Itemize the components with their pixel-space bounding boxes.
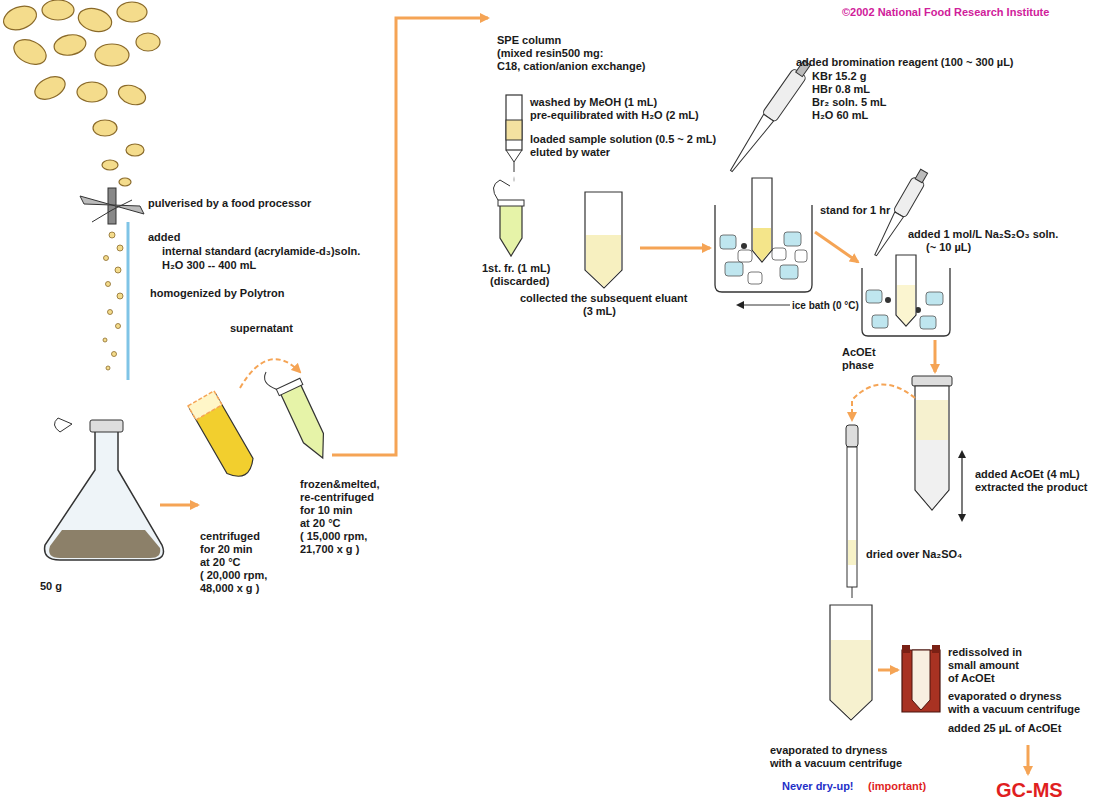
leader-line: [738, 305, 790, 306]
erlenmeyer-flask: [45, 418, 164, 560]
step-note: (discarded): [490, 275, 549, 288]
step-note: re-centrifuged: [300, 491, 374, 504]
step-note: with a vacuum centrifuge: [770, 757, 902, 770]
step-note: at 20 °C: [300, 517, 340, 530]
fraction-tube: [493, 180, 524, 256]
step-note: H₂O 300 -- 400 mL: [162, 259, 256, 272]
chips: [0, 0, 160, 186]
transfer-arrow: [852, 384, 915, 420]
step-note: collected the subsequent eluant: [520, 292, 687, 305]
step-note: stand for 1 hr: [820, 204, 890, 217]
microtube: [262, 360, 335, 466]
step-note: loaded sample solution (0.5 ~ 2 mL): [530, 133, 716, 146]
step-note: ( 20,000 rpm,: [200, 569, 267, 582]
step-note: C18, cation/anion exchange): [497, 60, 646, 73]
pipette: [725, 58, 814, 175]
flow-arrow: [160, 504, 198, 507]
step-note: small amount: [948, 659, 1019, 672]
drying-column: [846, 425, 858, 598]
step-note: centrifuged: [200, 530, 260, 543]
reagent-line: H₂O 60 mL: [812, 109, 868, 122]
warning-note: Never dry-up!: [782, 780, 854, 793]
step-note: (~ 10 µL): [926, 241, 971, 254]
extraction-tube: [912, 376, 952, 510]
eluant-tube: [585, 192, 622, 288]
step-note: of AcOEt: [948, 672, 995, 685]
step-note: redissolved in: [948, 646, 1022, 659]
reagent-line: Br₂ soln. 5 mL: [812, 96, 887, 109]
water-stream: [127, 222, 130, 380]
step-note: (mixed resin500 mg:: [497, 47, 603, 60]
step-note: 1st. fr. (1 mL): [482, 262, 550, 275]
step-note: eluted by water: [530, 146, 610, 159]
flow-arrow: [934, 340, 937, 372]
step-note: (3 mL): [583, 305, 616, 318]
step-note: for 20 min: [200, 543, 253, 556]
step-note: SPE column: [497, 34, 561, 47]
flow-arrow: [1027, 745, 1030, 774]
step-note: phase: [842, 359, 874, 372]
sample-vial: [902, 645, 940, 712]
watermark: ©2002 National Food Research Institute: [842, 6, 1049, 19]
step-note: pulverised by a food processor: [148, 197, 311, 210]
step-note: AcOEt: [842, 346, 876, 359]
flow-arrow: [640, 247, 710, 250]
step-note: homogenized by Polytron: [150, 287, 284, 300]
reagent-line: HBr 0.8 mL: [812, 83, 870, 96]
step-note: added 1 mol/L Na₂S₂O₃ soln.: [908, 228, 1058, 241]
step-note: ( 15,000 rpm,: [300, 530, 367, 543]
flow-arrow: [878, 669, 898, 672]
step-note: 48,000 x g ): [200, 582, 259, 595]
step-note: supernatant: [230, 322, 293, 335]
step-note: added AcOEt (4 mL): [975, 468, 1080, 481]
step-note: at 20 °C: [200, 556, 240, 569]
food-processor-blade: [80, 188, 144, 224]
flow-arrow: [815, 232, 858, 262]
step-note: washed by MeOH (1 mL): [530, 96, 657, 109]
step-note: for 10 min: [300, 504, 353, 517]
warning-note: (important): [868, 780, 926, 793]
centrifuge-tube: [188, 391, 258, 482]
step-note: added 25 µL of AcOEt: [948, 722, 1061, 735]
ice-bath: [862, 255, 950, 336]
final-step: GC-MS: [996, 778, 1063, 802]
step-note: pre-equilibrated with H₂O (2 mL): [530, 109, 699, 122]
step-note: frozen&melted,: [300, 478, 379, 491]
flow-arrow: [332, 18, 488, 455]
spe-column: [506, 95, 522, 182]
step-note: extracted the product: [975, 481, 1087, 494]
step-note: internal standard (acrylamide-d₃)soln.: [162, 245, 360, 258]
step-note: added: [148, 231, 180, 244]
step-note: with a vacuum centrifuge: [948, 703, 1080, 716]
step-note: evaporated to dryness: [770, 744, 887, 757]
step-note: ice bath (0 °C): [792, 299, 859, 312]
collection-tube: [830, 605, 872, 720]
step-note: dried over Na₂SO₄: [866, 548, 962, 561]
step-note: added bromination reagent (100 ~ 300 µL): [796, 56, 1014, 69]
step-note: 21,700 x g ): [300, 543, 359, 556]
amount-label: 50 g: [40, 580, 62, 593]
step-note: evaporated o dryness: [948, 690, 1062, 703]
shake-arrow: [961, 452, 962, 520]
reagent-line: KBr 15.2 g: [812, 70, 866, 83]
ice-bath: [715, 178, 812, 292]
crumbs: [103, 232, 123, 370]
